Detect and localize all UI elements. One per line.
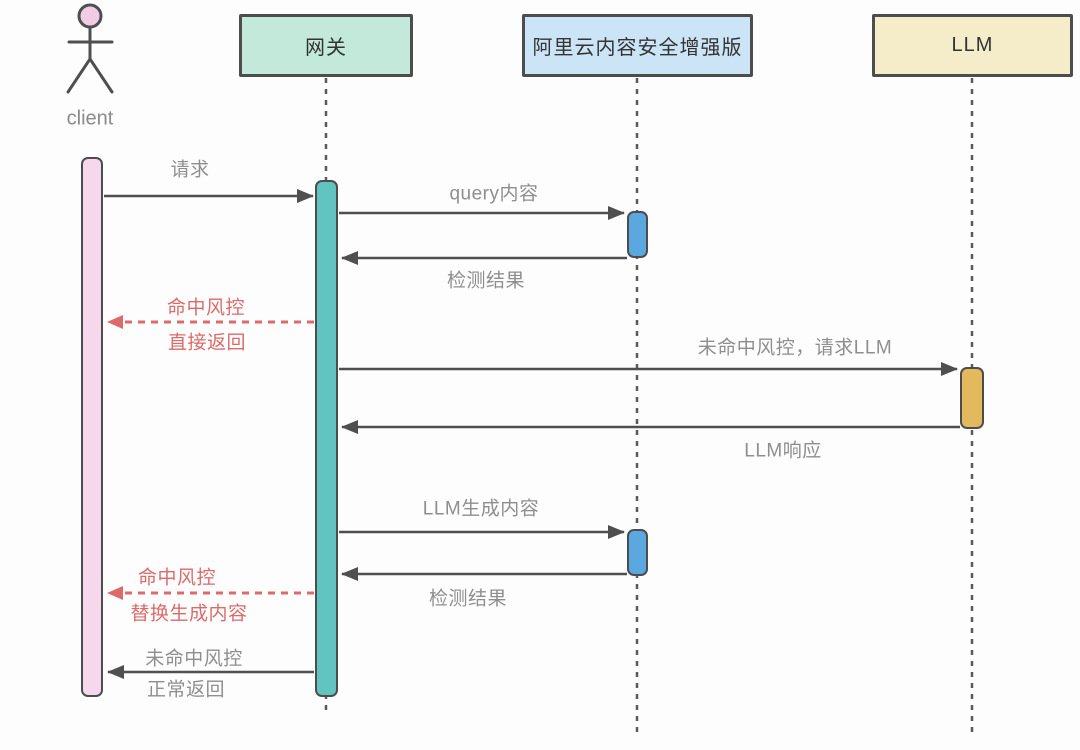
activation-bar-aliyun-1: [627, 211, 648, 258]
participant-aliyun-box: 阿里云内容安全增强版: [522, 14, 753, 77]
activation-bar-llm: [960, 367, 984, 429]
actor-leg-right: [88, 57, 114, 94]
message-label-detect-result-2: 检测结果: [428, 588, 508, 610]
client-actor-icon: [66, 3, 114, 94]
message-label-request: 请求: [170, 159, 210, 181]
message-label-direct-return: 直接返回: [167, 332, 247, 354]
message-label-detect-result-1: 检测结果: [446, 270, 526, 292]
message-label-no-risk-hit: 未命中风控: [145, 648, 243, 670]
message-label-risk-hit-2: 命中风控: [137, 567, 217, 589]
participant-llm-box: LLM: [872, 14, 1073, 77]
participant-gateway-box: 网关: [239, 14, 413, 77]
message-label-normal-return: 正常返回: [146, 679, 226, 701]
message-label-llm-generated-content: LLM生成内容: [422, 498, 540, 520]
message-label-risk-hit-1: 命中风控: [166, 297, 246, 319]
participant-aliyun-label: 阿里云内容安全增强版: [532, 37, 743, 59]
message-label-replace-content: 替换生成内容: [130, 603, 248, 625]
activation-bar-client: [81, 157, 103, 697]
participant-gateway-label: 网关: [305, 37, 347, 59]
activation-bar-gateway: [315, 180, 338, 697]
participant-llm-label: LLM: [951, 34, 994, 56]
activation-bar-aliyun-2: [627, 529, 648, 576]
actor-leg-left: [66, 57, 92, 94]
message-label-query-content: query内容: [449, 183, 539, 205]
actor-head: [77, 3, 103, 29]
client-label: client: [66, 107, 114, 130]
message-label-request-llm: 未命中风控，请求LLM: [697, 337, 893, 359]
message-label-llm-response: LLM响应: [744, 440, 822, 462]
